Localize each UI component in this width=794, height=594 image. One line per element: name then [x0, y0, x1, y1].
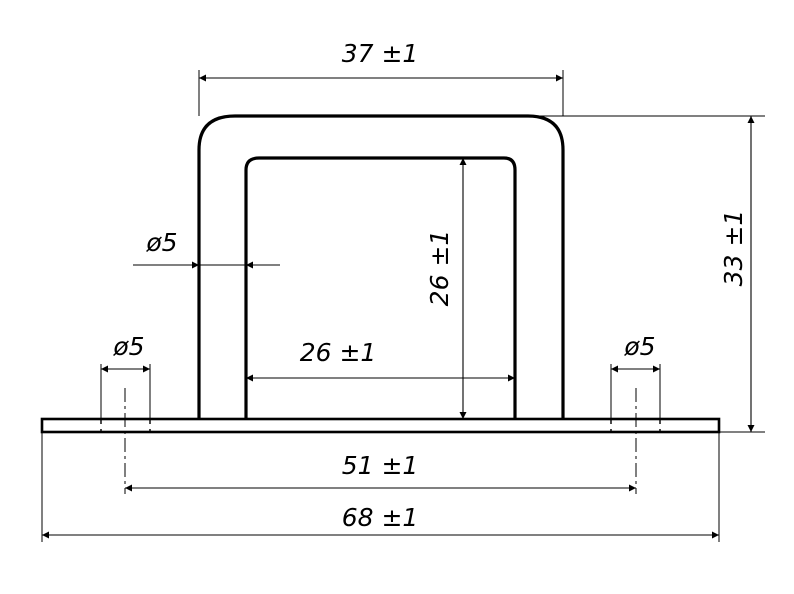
base-length-label: 68 ±1: [342, 503, 419, 532]
base-plate: [40, 417, 721, 434]
outer-height-label: 33 ±1: [719, 210, 748, 287]
right-hole-label: ø5: [623, 332, 655, 361]
top-width-label: 37 ±1: [342, 39, 419, 68]
hole-spacing-label: 51 ±1: [342, 451, 419, 480]
left-hole-label: ø5: [112, 332, 144, 361]
wire-diameter-label: ø5: [145, 228, 177, 257]
inner-height-label: 26 ±1: [425, 230, 454, 307]
inner-width-label: 26 ±1: [300, 338, 377, 367]
bracket-inner-contour: [244, 156, 517, 419]
bracket-outer-contour: [197, 114, 565, 419]
